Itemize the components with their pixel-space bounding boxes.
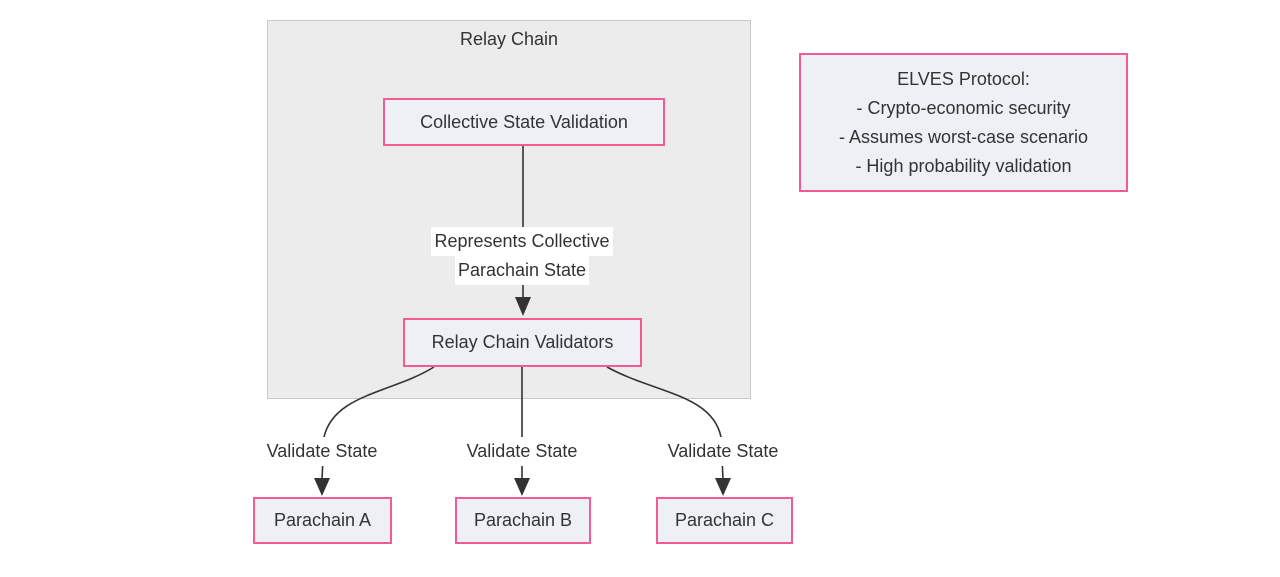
edge-label-represents-line2: Parachain State [454, 256, 590, 285]
node-parachain-a: Parachain A [253, 497, 392, 544]
elves-note-item-2: - Assumes worst-case scenario [838, 126, 1089, 147]
elves-note-item-1: - Crypto-economic security [856, 97, 1071, 118]
node-parachain-c: Parachain C [656, 497, 793, 544]
edge-label-validate-c-text: Validate State [664, 437, 782, 466]
edge-label-validate-c: Validate State [633, 437, 813, 466]
arrowhead-parachain-a [314, 478, 330, 496]
elves-protocol-note: ELVES Protocol: - Crypto-economic securi… [799, 53, 1128, 192]
edge-label-validate-b-text: Validate State [463, 437, 581, 466]
edge-label-represents-line1: Represents Collective [431, 227, 613, 256]
node-parachain-b: Parachain B [455, 497, 591, 544]
elves-note-item-3: - High probability validation [855, 155, 1072, 176]
edge-label-represents: Represents Collective Parachain State [392, 227, 652, 285]
arrowhead-parachain-c [715, 478, 731, 496]
edge-label-validate-a: Validate State [232, 437, 412, 466]
edge-label-validate-a-text: Validate State [263, 437, 381, 466]
edge-label-validate-b: Validate State [432, 437, 612, 466]
relay-chain-title: Relay Chain [459, 29, 559, 49]
node-collective-state-validation: Collective State Validation [383, 98, 665, 146]
arrowhead-parachain-b [514, 478, 530, 496]
node-relay-chain-validators: Relay Chain Validators [403, 318, 642, 367]
elves-note-title: ELVES Protocol: [897, 68, 1030, 89]
